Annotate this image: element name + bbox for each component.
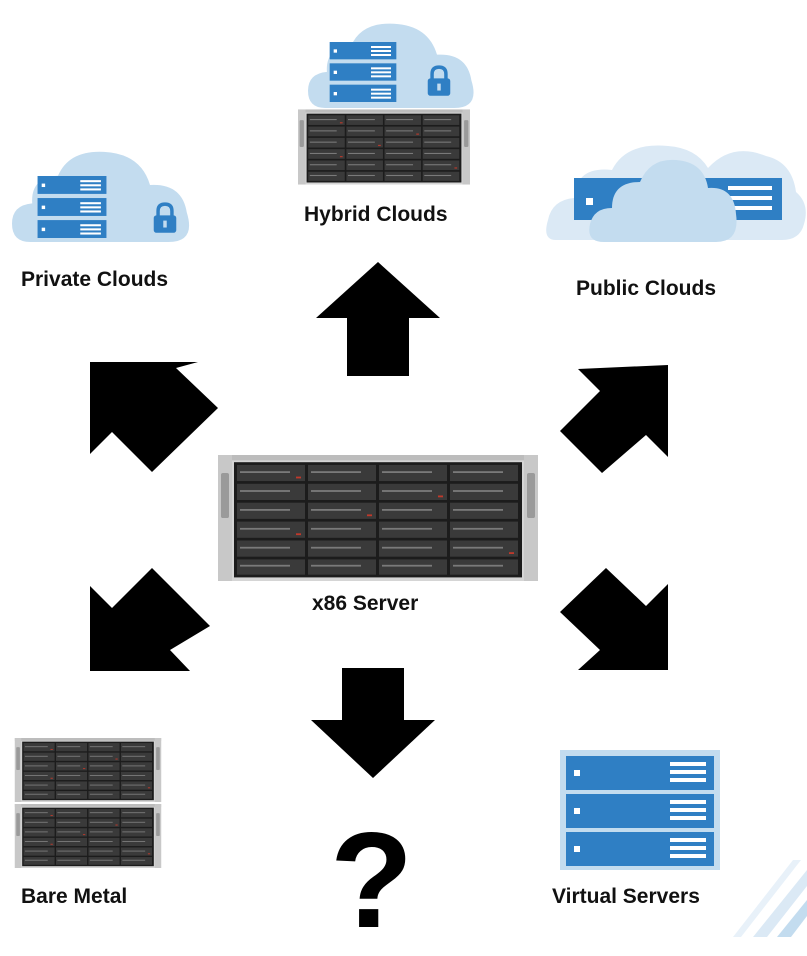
private-clouds-node: Private Clouds	[10, 140, 230, 300]
x86-server-node: x86 Server	[218, 455, 538, 625]
hybrid-clouds-node: Hybrid Clouds	[290, 10, 490, 226]
bare-metal-servers-icon	[14, 738, 162, 868]
virtual-servers-icon	[560, 750, 720, 870]
unknown-destination-question-mark: ?	[330, 804, 414, 956]
bare-metal-label: Bare Metal	[21, 885, 128, 908]
hybrid-clouds-label: Hybrid Clouds	[304, 203, 448, 226]
arrow-down-left	[90, 568, 210, 671]
rack-server-icon	[298, 108, 470, 186]
decorative-stripes	[733, 860, 807, 937]
arrow-up-right	[560, 365, 668, 473]
bare-metal-node: Bare Metal	[8, 738, 208, 918]
virtual-servers-label: Virtual Servers	[552, 885, 700, 908]
x86-server-label: x86 Server	[312, 592, 419, 615]
private-cloud-icon	[12, 151, 190, 242]
arrow-up-left	[90, 362, 218, 472]
public-clouds-node: Public Clouds	[540, 138, 807, 308]
public-cloud-icon	[546, 145, 806, 242]
virtual-servers-node: Virtual Servers	[548, 750, 807, 937]
arrow-up	[316, 262, 440, 376]
arrow-down-right	[560, 568, 668, 670]
center-rack-server-icon	[218, 455, 538, 581]
private-clouds-label: Private Clouds	[21, 268, 169, 291]
hybrid-cloud-icon	[308, 23, 474, 109]
arrow-down	[311, 668, 435, 778]
public-clouds-label: Public Clouds	[576, 277, 717, 300]
